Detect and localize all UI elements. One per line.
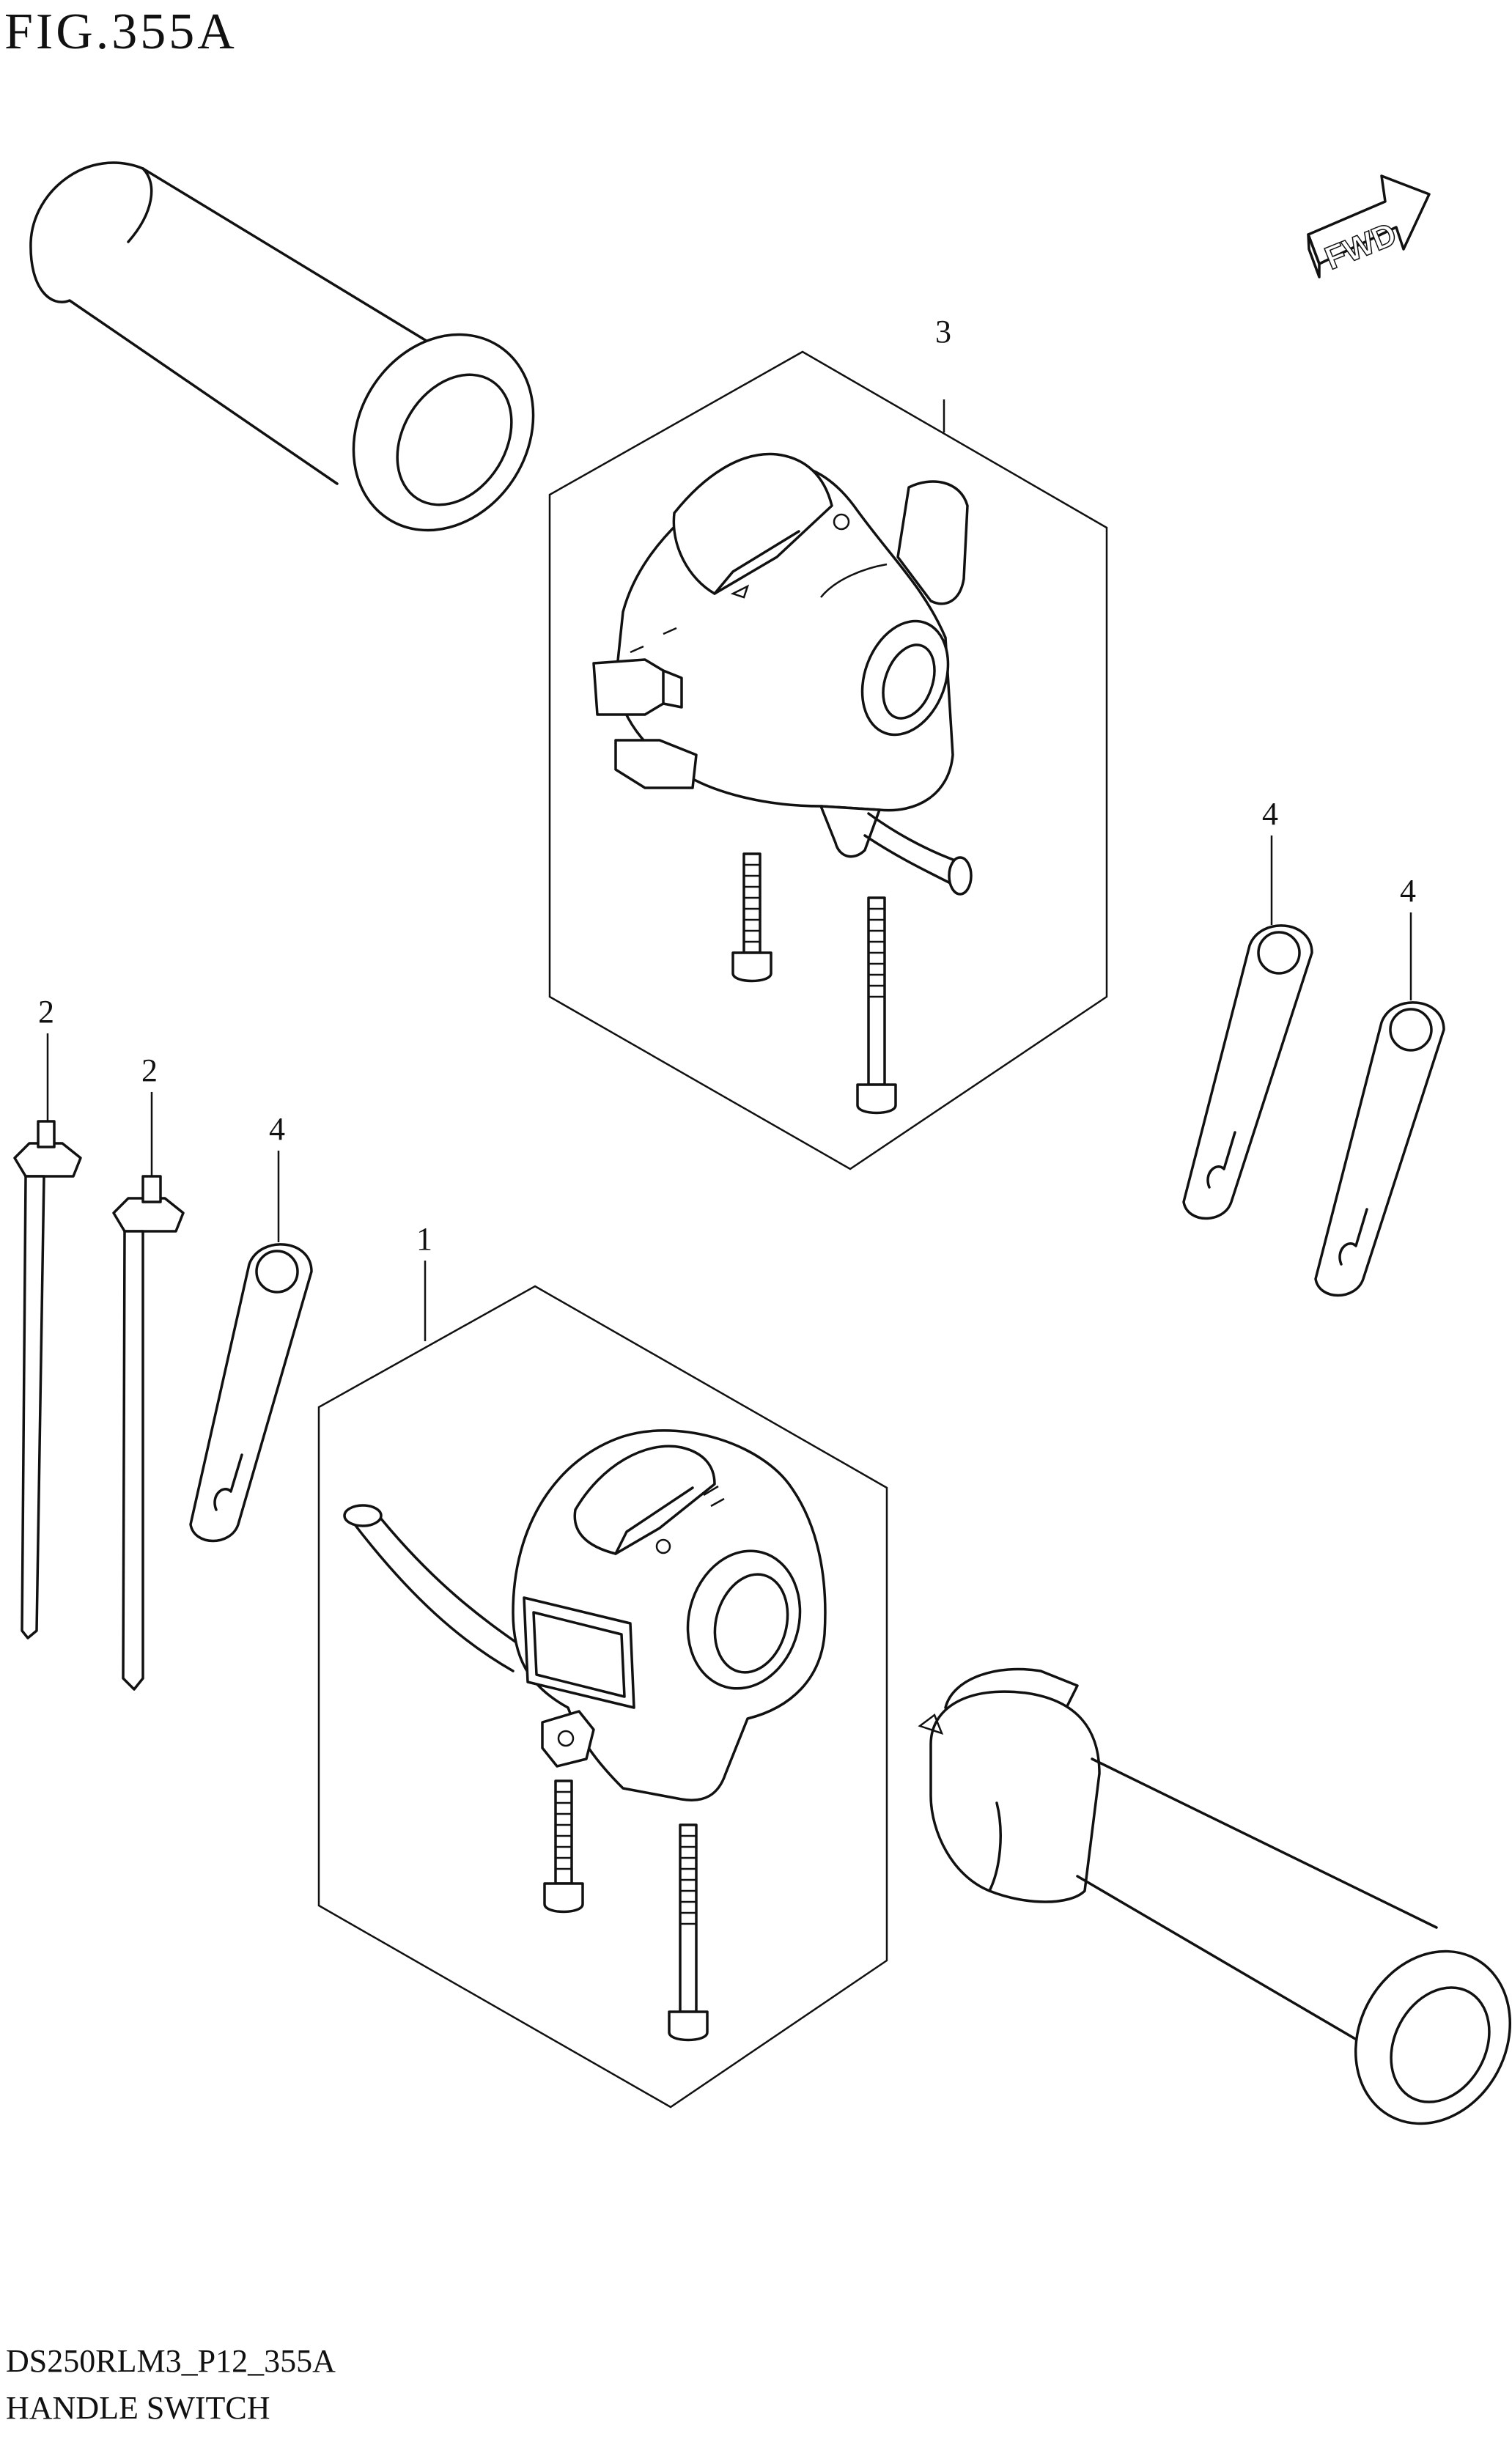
- callout-part-4: 4: [269, 1111, 285, 1147]
- part-1-right-switch-assembly: 1: [317, 1221, 888, 2109]
- callout-part-2: 2: [38, 994, 54, 1030]
- screw-short: [543, 1779, 584, 1914]
- fwd-direction-arrow: FWD: [1307, 174, 1431, 278]
- diagram-code: DS250RLM3_P12_355A: [6, 2343, 336, 2379]
- part-2-cable-tie-1: 2: [13, 994, 82, 1639]
- right-throttle-grip: [918, 1667, 1511, 2125]
- part-3-left-switch-assembly: 3: [548, 314, 1108, 1170]
- callout-part-1: 1: [416, 1221, 432, 1257]
- callout-part-3: 3: [935, 314, 951, 350]
- part-4-clamp-left: 4: [189, 1111, 313, 1543]
- diagram-name: HANDLE SWITCH: [6, 2390, 270, 2426]
- part-4-clamp-right-1: 4: [1182, 796, 1313, 1220]
- callout-part-2: 2: [141, 1052, 158, 1088]
- part-4-clamp-right-2: 4: [1314, 873, 1445, 1297]
- screw-short: [731, 852, 772, 983]
- screw-long: [856, 896, 897, 1115]
- screw-long: [668, 1823, 709, 2042]
- callout-part-4: 4: [1262, 796, 1278, 832]
- part-2-cable-tie-2: 2: [112, 1052, 185, 1691]
- figure-title: FIG.355A: [4, 4, 237, 60]
- left-grip: [29, 161, 535, 532]
- callout-part-4: 4: [1400, 873, 1416, 909]
